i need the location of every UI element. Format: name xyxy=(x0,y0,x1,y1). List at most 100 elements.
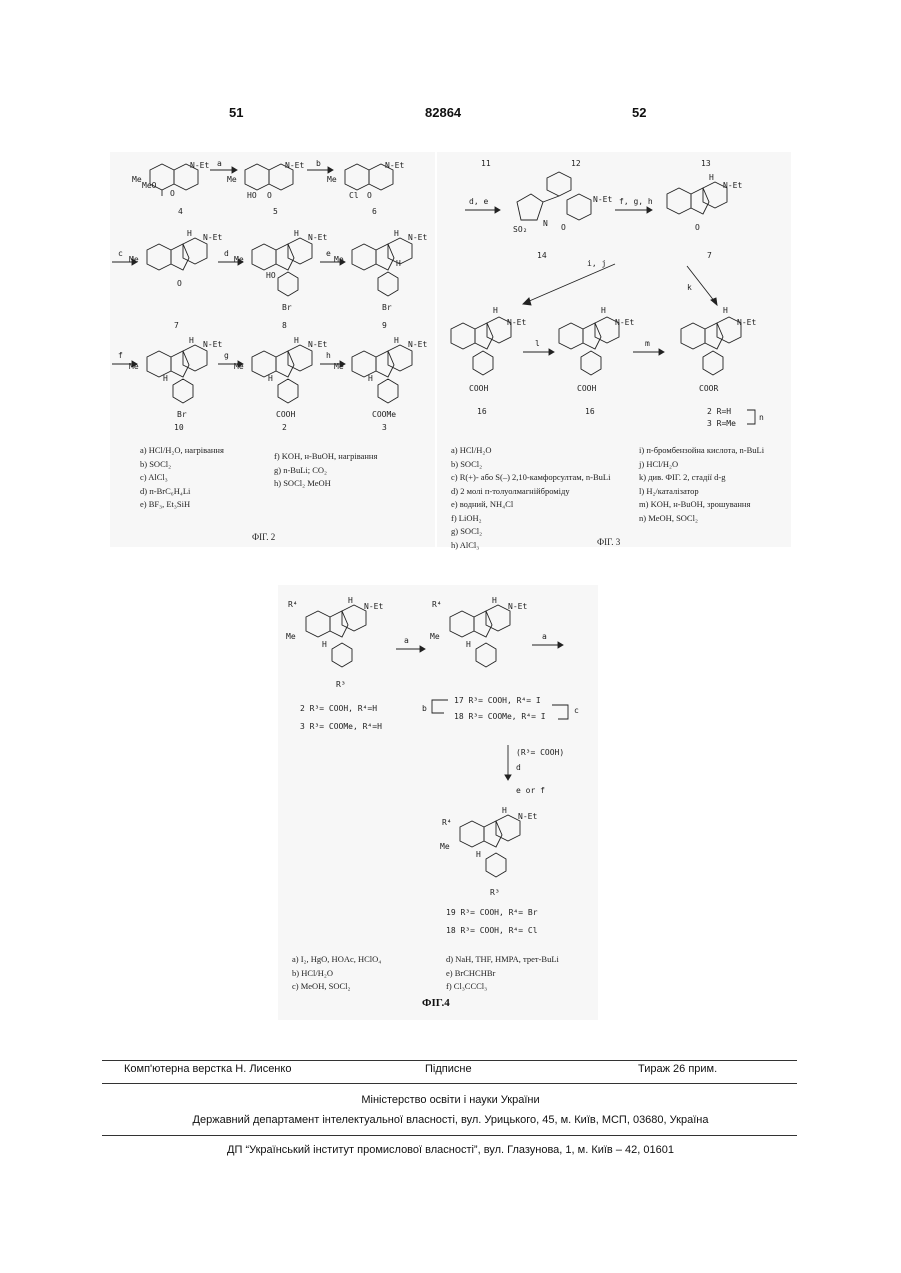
footer-department: Державний департамент інтелектуальної вл… xyxy=(0,1114,901,1126)
compound-11: 11 xyxy=(481,159,491,168)
s8-br: Br xyxy=(282,303,292,312)
s2-cooh: COOH xyxy=(276,410,295,419)
s10-h2: H xyxy=(163,374,168,383)
structure-4: Me MeO O N-Et xyxy=(132,161,209,198)
structure-9: Me H H Br N-Et xyxy=(334,229,427,312)
arrow-n: n xyxy=(759,413,764,422)
sB-me: Me xyxy=(430,632,440,641)
net7: N-Et xyxy=(723,181,742,190)
s8-me: Me xyxy=(234,255,244,264)
h16b: H xyxy=(601,306,606,315)
s10-net: N-Et xyxy=(203,340,222,349)
sC-me: Me xyxy=(440,842,450,851)
s3-coome: COOMe xyxy=(372,410,396,419)
legend-item: g) n-BuLi; CO₂ xyxy=(274,464,377,478)
cond-r3: (R³= COOH) xyxy=(516,748,564,757)
compound-16a: 16 xyxy=(477,407,487,416)
s7-o: O xyxy=(177,279,182,288)
figure-2-legend-right: f) KOH, н-BuOH, нагрівання g) n-BuLi; CO… xyxy=(274,450,377,491)
structure-6: Me Cl O N-Et xyxy=(327,161,404,200)
o7: O xyxy=(695,223,700,232)
figure-3-legend-right: i) п-бромбензойна кислота, n-BuLi j) HCl… xyxy=(639,444,764,525)
s4-meo: MeO xyxy=(142,181,157,190)
patent-number: 82864 xyxy=(425,105,461,120)
sB-net: N-Et xyxy=(508,602,527,611)
sA-r4: R⁴ xyxy=(288,600,298,609)
legend-item: d) NaH, THF, HMPA, трет-BuLi xyxy=(446,953,559,967)
s2-net: N-Et xyxy=(308,340,327,349)
compound-3: 3 xyxy=(382,423,387,432)
arrow-de: d, e xyxy=(469,197,488,206)
sA-r3: R³ xyxy=(336,680,346,689)
figure-3: 11 12 13 d, e SO₂ N O N-Et 14 f, g, h H … xyxy=(437,152,791,547)
legend-item: a) I₂, HgO, HOAc, HClO₄ xyxy=(292,953,381,967)
n14: N xyxy=(543,219,548,228)
fig4-left-line-2: 3 R³= COOMe, R⁴=H xyxy=(300,722,382,731)
compound-7: 7 xyxy=(174,321,179,330)
legend-item: j) HCl/H₂O xyxy=(639,458,764,472)
sB-h: H xyxy=(492,596,497,605)
arrow-e: e xyxy=(326,249,331,258)
legend-item: d) п-BrC₆H₄Li xyxy=(140,485,224,499)
structure-7b: H O N-Et xyxy=(667,173,742,232)
sA-h2: H xyxy=(322,640,327,649)
arrow-f: f xyxy=(118,351,123,360)
s9-me: Me xyxy=(334,255,344,264)
legend-item: n) MeOH, SOCl₂ xyxy=(639,512,764,526)
legend-item: b) SOCl₂ xyxy=(451,458,610,472)
footer-print-run: Тираж 26 прим. xyxy=(638,1063,717,1075)
legend-item: h) AlCl₃ xyxy=(451,539,610,553)
legend-item: l) H₂/каталізатор xyxy=(639,485,764,499)
sA-me: Me xyxy=(286,632,296,641)
legend-item: f) Cl₃CCCl₃ xyxy=(446,980,559,994)
s7-h: H xyxy=(187,229,192,238)
s7-net: N-Et xyxy=(203,233,222,242)
legend-item: b) SOCl₂ xyxy=(140,458,224,472)
s6-me: Me xyxy=(327,175,337,184)
sC-h: H xyxy=(502,806,507,815)
fig4-mid-line-1: 17 R³= COOH, R⁴= I xyxy=(454,696,541,705)
fig4-bottom-line-1: 19 R³= COOH, R⁴= Br xyxy=(446,908,538,917)
legend-item: k) див. ФІГ. 2, стадії d-g xyxy=(639,471,764,485)
figure-4: R⁴ Me H H R³ N-Et a R⁴ Me H H N-Et a 2 R… xyxy=(278,585,598,1020)
legend-item: a) HCl/H₂O xyxy=(451,444,610,458)
s3-me: Me xyxy=(334,362,344,371)
fig4-left-line-1: 2 R³= COOH, R⁴=H xyxy=(300,704,377,713)
s6-net: N-Et xyxy=(385,161,404,170)
legend-item: m) KOH, н-BuOH, зрошування xyxy=(639,498,764,512)
coor2: COOR xyxy=(699,384,718,393)
r-label-2: 2 R=H xyxy=(707,407,731,416)
legend-item: f) KOH, н-BuOH, нагрівання xyxy=(274,450,377,464)
structure-10: Me H H Br N-Et xyxy=(129,336,222,419)
legend-item: b) HCl/H₂O xyxy=(292,967,381,981)
compound-2: 2 xyxy=(282,423,287,432)
h2: H xyxy=(723,306,728,315)
s8-net: N-Et xyxy=(308,233,327,242)
net14: N-Et xyxy=(593,195,612,204)
s4-o: O xyxy=(170,189,175,198)
net2: N-Et xyxy=(737,318,756,327)
compound-6: 6 xyxy=(372,207,377,216)
structure-14: SO₂ N O N-Et xyxy=(513,172,612,234)
s2-h2: H xyxy=(268,374,273,383)
structure-16b: H N-Et COOH xyxy=(559,306,634,393)
structure-16a: H N-Et COOH xyxy=(451,306,526,393)
arrow-m: m xyxy=(645,339,650,348)
s10-me: Me xyxy=(129,362,139,371)
legend-item: a) HCl/H₂O, нагрівання xyxy=(140,444,224,458)
net16b: N-Et xyxy=(615,318,634,327)
figure-2-caption: ФІГ. 2 xyxy=(252,532,275,542)
s9-net: N-Et xyxy=(408,233,427,242)
compound-5: 5 xyxy=(273,207,278,216)
arrow-fgh: f, g, h xyxy=(619,197,653,206)
arrow-g: g xyxy=(224,351,229,360)
sA-net: N-Et xyxy=(364,602,383,611)
s9-br: Br xyxy=(382,303,392,312)
compound-9: 9 xyxy=(382,321,387,330)
s9-h2: H xyxy=(396,259,401,268)
arrow-ij: i, j xyxy=(587,259,606,268)
legend-item: g) SOCl₂ xyxy=(451,525,610,539)
sC-net: N-Et xyxy=(518,812,537,821)
s2-me: Me xyxy=(234,362,244,371)
structure-8: Me H HO Br N-Et xyxy=(234,229,327,312)
